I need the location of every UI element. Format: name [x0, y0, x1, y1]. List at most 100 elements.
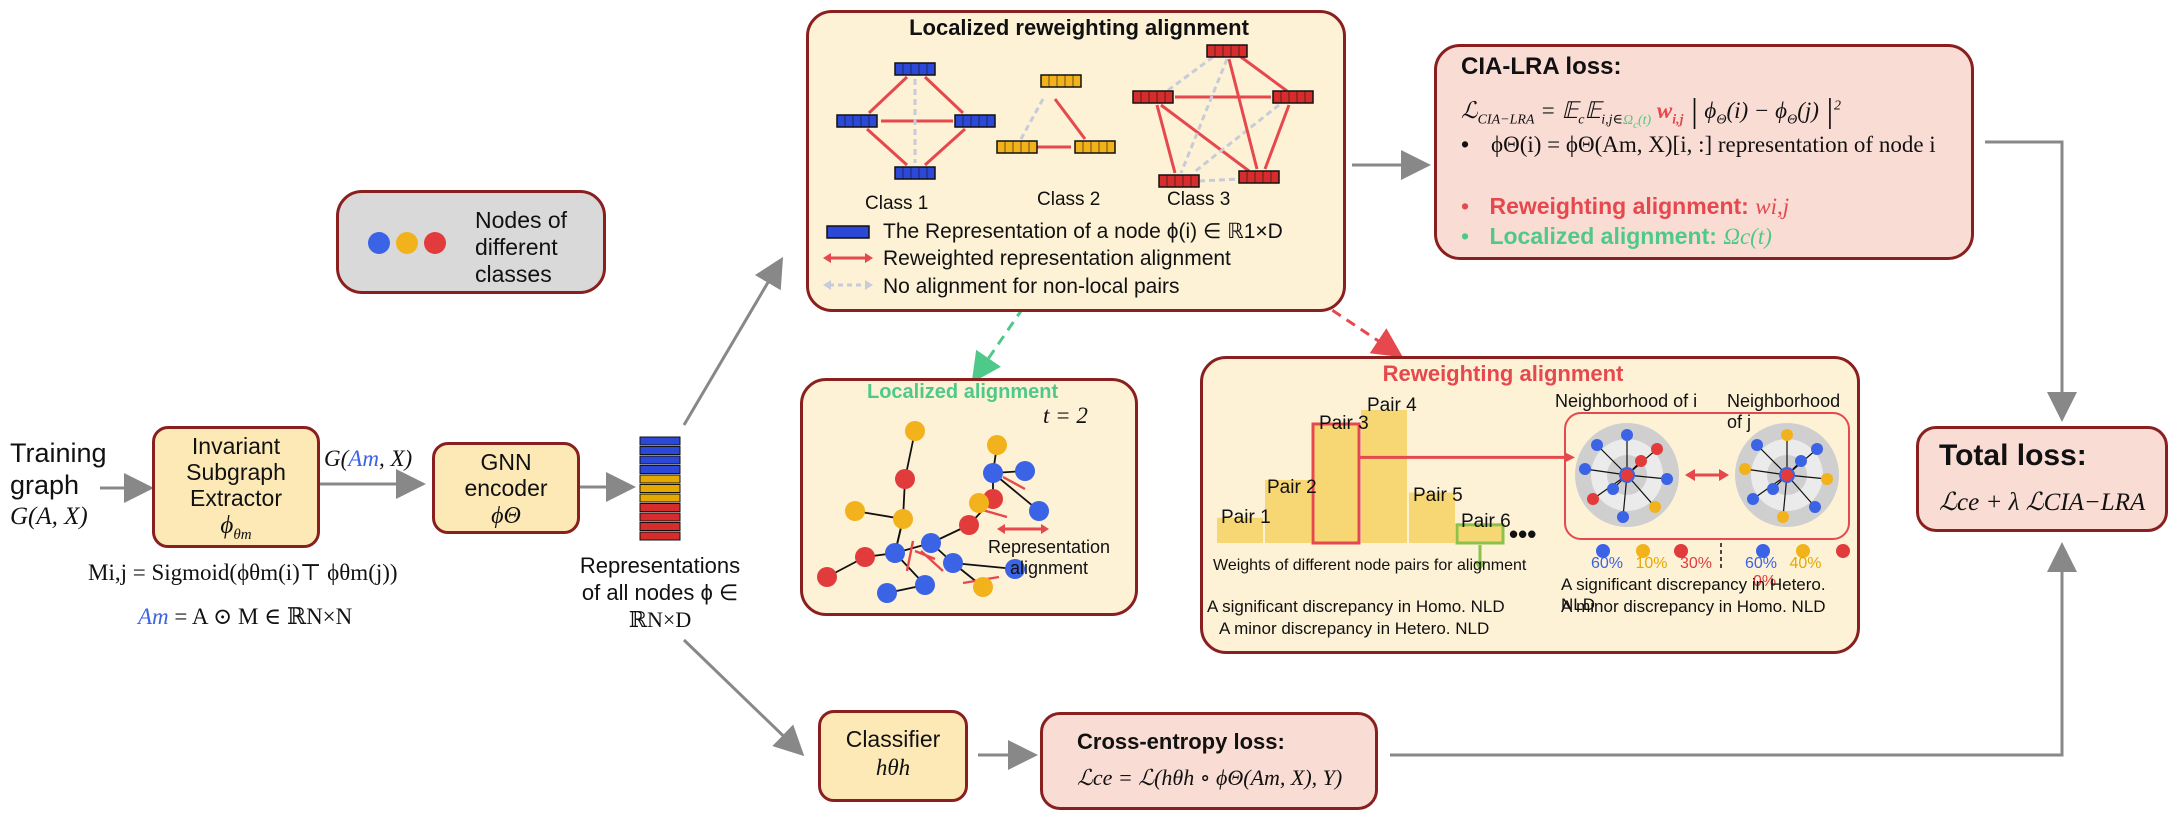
representation-row [639, 436, 681, 446]
center-node [1619, 467, 1635, 483]
legend-box: Nodes of different classes [336, 190, 606, 294]
left-note1: A significant discrepancy in Homo. NLD [1207, 597, 1505, 616]
lra-legend-3: No alignment for non-local pairs [883, 275, 1180, 298]
alignment-arrow [867, 75, 909, 115]
cia-bullet2-math: wi,j [1755, 194, 1790, 219]
pair-label-5: Pair 5 [1413, 485, 1463, 506]
alignment-arrow [1155, 104, 1177, 174]
class-dot [1674, 544, 1688, 558]
mask-formula-line1: Mi,j = Sigmoid(ϕθm(i)⊤ ϕθm(j)) [88, 560, 398, 585]
alignment-arrow [914, 549, 936, 561]
alignment-arrow [923, 127, 967, 167]
node-representation [894, 62, 936, 76]
cia-bullet2: • Reweighting alignment: wi,j [1461, 193, 1790, 219]
pct-j-blue: 60% [1745, 555, 1778, 572]
node-representation [1132, 90, 1174, 104]
ce-title: Cross-entropy loss: [1077, 729, 1285, 754]
neighbor-node [1649, 501, 1661, 513]
graph-node [987, 435, 1007, 455]
node-representation [1238, 170, 1280, 184]
representations-label: Representations of all nodes ϕ ∈ ℝN×D [566, 552, 754, 633]
encoder-line1: GNN [480, 449, 532, 475]
right-note1: A significant discrepancy in Hetero. NLD [1561, 575, 1826, 614]
arrow-to-lra-box [682, 256, 784, 426]
extractor-line3: Extractor [189, 485, 283, 511]
neighbor-node [1591, 439, 1603, 451]
alignment-arrow [905, 540, 915, 572]
representations-line1: Representations [579, 553, 741, 578]
neighborhoods [1564, 412, 1850, 571]
no-alignment-icon [823, 280, 873, 290]
node-representation [1272, 90, 1314, 104]
neighbor-node [1781, 429, 1793, 441]
graph-node [1029, 501, 1049, 521]
class-dot [1756, 544, 1770, 558]
localized-legend: Representation alignment [987, 537, 1111, 578]
representation-row [639, 531, 681, 541]
neighbor-node [1617, 511, 1629, 523]
graph-node [895, 469, 915, 489]
input-label-line2: graph [10, 470, 80, 500]
graph-node [983, 463, 1003, 483]
class-dot [1836, 544, 1850, 558]
ce-box: Cross-entropy loss: ℒce = ℒ(hθh ∘ ϕΘ(Am,… [1040, 712, 1378, 810]
alignment-arrow [1019, 98, 1045, 140]
pct-j-red: 0% [1753, 573, 1777, 590]
graph-node [1005, 559, 1025, 579]
representation-row [639, 493, 681, 503]
representation-row [639, 455, 681, 465]
graph-edge [952, 562, 1016, 570]
neighbor-node [1751, 439, 1763, 451]
neighbor-node [1821, 473, 1833, 485]
representation-row [639, 503, 681, 512]
total-title: Total loss: [1939, 439, 2087, 472]
node-representation [894, 166, 936, 180]
reweight-title: Reweighting alignment [1382, 361, 1624, 386]
neighbor-node [1811, 443, 1823, 455]
localized-box: Localized alignment t = 2 Representation… [800, 378, 1138, 616]
neighbor-node [1607, 483, 1619, 495]
graph-node [893, 509, 913, 529]
weight-bar [1217, 517, 1263, 543]
input-math: G(A, X) [10, 503, 88, 530]
dashed-to-localized [971, 307, 1025, 383]
alignment-arrow [1263, 104, 1291, 170]
lra-title: Localized reweighting alignment [909, 15, 1249, 40]
class-label-1: Class 1 [865, 193, 929, 214]
node-representation [1040, 74, 1082, 88]
weight-bar [1265, 480, 1311, 543]
neigh-j-label: Neighborhood of j [1727, 391, 1841, 432]
alignment-arrow [1240, 55, 1288, 93]
neighbor-node [1777, 511, 1789, 523]
neighbor-node [1635, 455, 1647, 467]
pct-i: 60% 10% 30% [1591, 555, 1712, 573]
cia-box: CIA-LRA loss: ℒCIA−LRA = 𝔼c𝔼i,j∈Ωc(t) wi… [1434, 44, 1974, 260]
lra-box: Localized reweighting alignment Class 1 … [806, 10, 1346, 312]
graph-node [973, 577, 993, 597]
node-representation [996, 140, 1038, 154]
encoder-symbol: ϕΘ [491, 503, 521, 529]
graph-node [845, 501, 865, 521]
neighbor-node [1739, 463, 1751, 475]
alignment-arrow [1192, 103, 1280, 175]
mask-formula-line2: Am = A ⊙ M ∈ ℝN×N [138, 604, 353, 629]
localized-legend-icon [997, 524, 1049, 534]
representations-line3: ℝN×D [628, 607, 692, 632]
center-node [1779, 467, 1795, 483]
cia-bullet3: • Localized alignment: Ωc(t) [1461, 223, 1772, 249]
class-dot [1636, 544, 1650, 558]
cia-formula: ℒCIA−LRA = 𝔼c𝔼i,j∈Ωc(t) wi,j | ϕΘ(i) − ϕ… [1461, 93, 1842, 131]
neighbor-node [1809, 501, 1821, 513]
ce-formula: ℒce = ℒ(hθh ∘ ϕΘ(Am, X), Y) [1077, 765, 1343, 790]
pair-label-4: Pair 4 [1367, 395, 1417, 416]
pct-i-yellow: 10% [1635, 555, 1668, 572]
graph-node [905, 421, 925, 441]
cia-bullet1: • ϕΘ(i) = ϕΘ(Am, X)[i, :] representation… [1461, 131, 1961, 158]
axis-caption: Weights of different node pairs for alig… [1213, 557, 1527, 574]
alignment-arrow [1198, 177, 1240, 183]
neighbor-node [1661, 473, 1673, 485]
pct-i-blue: 60% [1591, 555, 1624, 572]
graph-node [1015, 461, 1035, 481]
cia-bullet3-label: Localized alignment: [1489, 223, 1724, 249]
